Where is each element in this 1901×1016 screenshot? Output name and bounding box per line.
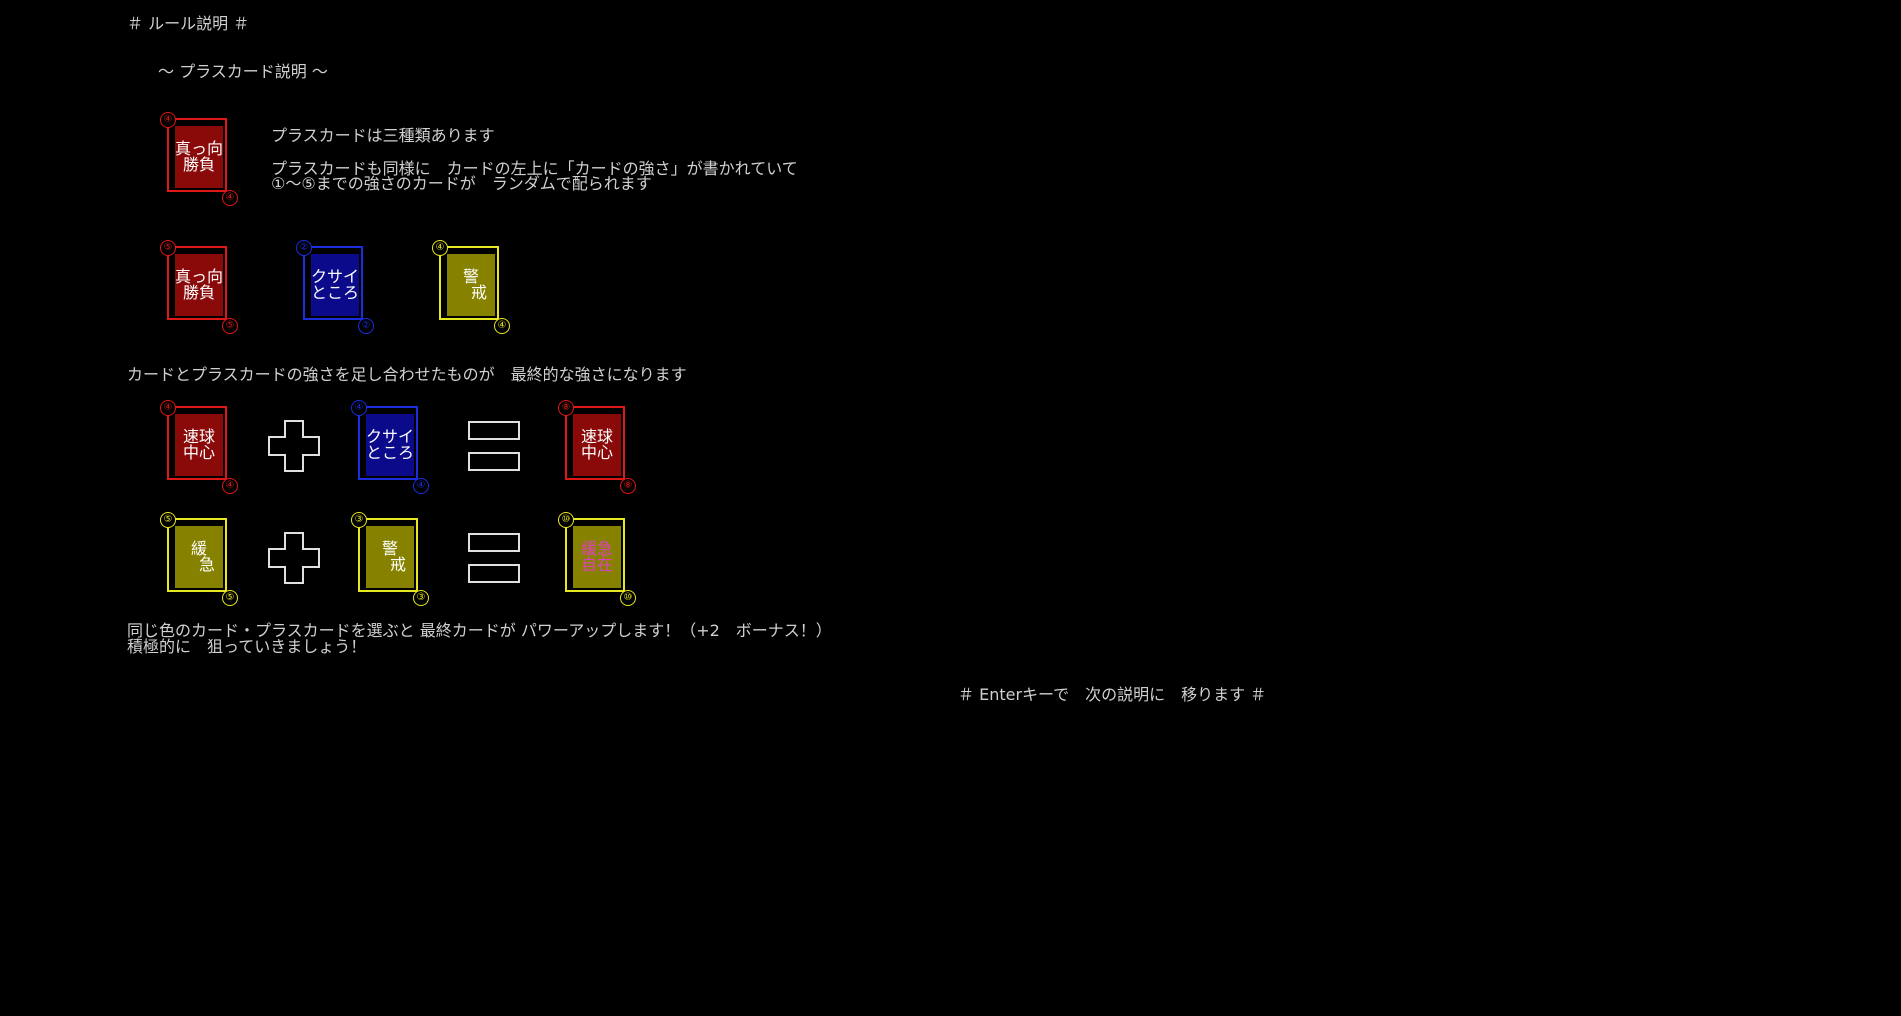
card-name-line2: 自在	[580, 555, 613, 574]
card-strength-top-left: ④	[351, 400, 367, 416]
card-frame	[303, 246, 363, 320]
card-name-line1: 警	[381, 539, 398, 558]
card-strength-top-left: ⑤	[160, 240, 176, 256]
card-name-line2: 中心	[182, 443, 215, 462]
intro-line-1: プラスカードは三種類あります	[271, 126, 495, 145]
equals-icon	[468, 421, 520, 471]
card-name-line1: 速球	[182, 427, 215, 446]
card-face: 緩 急	[175, 526, 223, 588]
card-name-line2: 戒	[454, 283, 487, 302]
card-name-line1: クサイ	[366, 427, 415, 446]
eq1-plus-card: クサイ ところ ④ ④	[351, 400, 429, 494]
card-face: 速球 中心	[573, 414, 621, 476]
card-name-line1: 真っ向	[175, 139, 224, 158]
card-face: 真っ向 勝負	[175, 254, 223, 316]
card-face: 警 戒	[447, 254, 495, 316]
card-strength-top-left: ④	[160, 400, 176, 416]
card-name-line1: 警	[462, 267, 479, 286]
intro-line-3: ①～⑤までの強さのカードが ランダムで配られます	[271, 174, 652, 193]
card-face: クサイ ところ	[311, 254, 359, 316]
card-name-line2: 戒	[373, 555, 406, 574]
card-frame	[358, 518, 418, 592]
card-frame	[439, 246, 499, 320]
combine-explanation: カードとプラスカードの強さを足し合わせたものが 最終的な強さになります	[127, 365, 687, 384]
eq2-plus-card: 警 戒 ③ ③	[351, 512, 429, 606]
card-strength-bottom-right: ③	[413, 590, 429, 606]
card-strength-bottom-right: ④	[222, 478, 238, 494]
card-frame	[358, 406, 418, 480]
eq1-result-card: 速球 中心 ⑧ ⑧	[558, 400, 636, 494]
card-strength-top-left: ⑩	[558, 512, 574, 528]
card-name-line1: 速球	[580, 427, 613, 446]
eq2-card: 緩 急 ⑤ ⑤	[160, 512, 238, 606]
card-frame	[167, 246, 227, 320]
plus-card-blue: クサイ ところ ② ②	[296, 240, 374, 334]
card-strength-bottom-right: ⑤	[222, 318, 238, 334]
intro-line-2: プラスカードも同様に カードの左上に「カードの強さ」が書かれていて	[271, 159, 798, 178]
card-face: クサイ ところ	[366, 414, 414, 476]
card-strength-top-left: ④	[160, 112, 176, 128]
card-strength-top-left: ⑤	[160, 512, 176, 528]
plus-card-red: 真っ向 勝負 ⑤ ⑤	[160, 240, 238, 334]
example-card: 真っ向 勝負 ④ ④	[160, 112, 238, 206]
card-name-line1: 緩急	[580, 539, 613, 558]
card-strength-top-left: ③	[351, 512, 367, 528]
card-name-line1: 緩	[190, 539, 207, 558]
card-name-line2: 急	[182, 555, 215, 574]
card-strength-bottom-right: ⑤	[222, 590, 238, 606]
enter-key-hint: ＃ Enterキーで 次の説明に 移ります ＃	[958, 685, 1267, 704]
card-name-line2: 中心	[580, 443, 613, 462]
card-frame	[167, 406, 227, 480]
card-strength-top-left: ④	[432, 240, 448, 256]
card-name-line2: ところ	[311, 283, 360, 302]
card-face: 緩急 自在	[573, 526, 621, 588]
card-name-line1: クサイ	[311, 267, 360, 286]
card-frame	[167, 518, 227, 592]
plus-icon	[268, 532, 320, 584]
card-face: 警 戒	[366, 526, 414, 588]
card-strength-bottom-right: ④	[494, 318, 510, 334]
equals-icon	[468, 533, 520, 583]
card-strength-top-left: ②	[296, 240, 312, 256]
card-strength-bottom-right: ④	[222, 190, 238, 206]
card-strength-bottom-right: ④	[413, 478, 429, 494]
card-strength-bottom-right: ②	[358, 318, 374, 334]
bonus-line-1: 同じ色のカード・プラスカードを選ぶと 最終カードが パワーアップします！（+2 …	[127, 621, 832, 640]
card-frame	[167, 118, 227, 192]
bonus-line-2: 積極的に 狙っていきましょう！	[127, 637, 367, 656]
plus-icon	[268, 420, 320, 472]
card-frame	[565, 406, 625, 480]
plus-card-yellow: 警 戒 ④ ④	[432, 240, 510, 334]
card-name-line2: 勝負	[182, 283, 215, 302]
screen-title: ＃ ルール説明 ＃	[127, 14, 250, 33]
eq1-card: 速球 中心 ④ ④	[160, 400, 238, 494]
card-name-line2: 勝負	[182, 155, 215, 174]
card-frame	[565, 518, 625, 592]
card-strength-bottom-right: ⑩	[620, 590, 636, 606]
card-name-line1: 真っ向	[175, 267, 224, 286]
card-strength-bottom-right: ⑧	[620, 478, 636, 494]
card-strength-top-left: ⑧	[558, 400, 574, 416]
section-subtitle: ～ プラスカード説明 ～	[158, 62, 328, 81]
card-name-line2: ところ	[366, 443, 415, 462]
eq2-result-card: 緩急 自在 ⑩ ⑩	[558, 512, 636, 606]
card-face: 速球 中心	[175, 414, 223, 476]
card-face: 真っ向 勝負	[175, 126, 223, 188]
